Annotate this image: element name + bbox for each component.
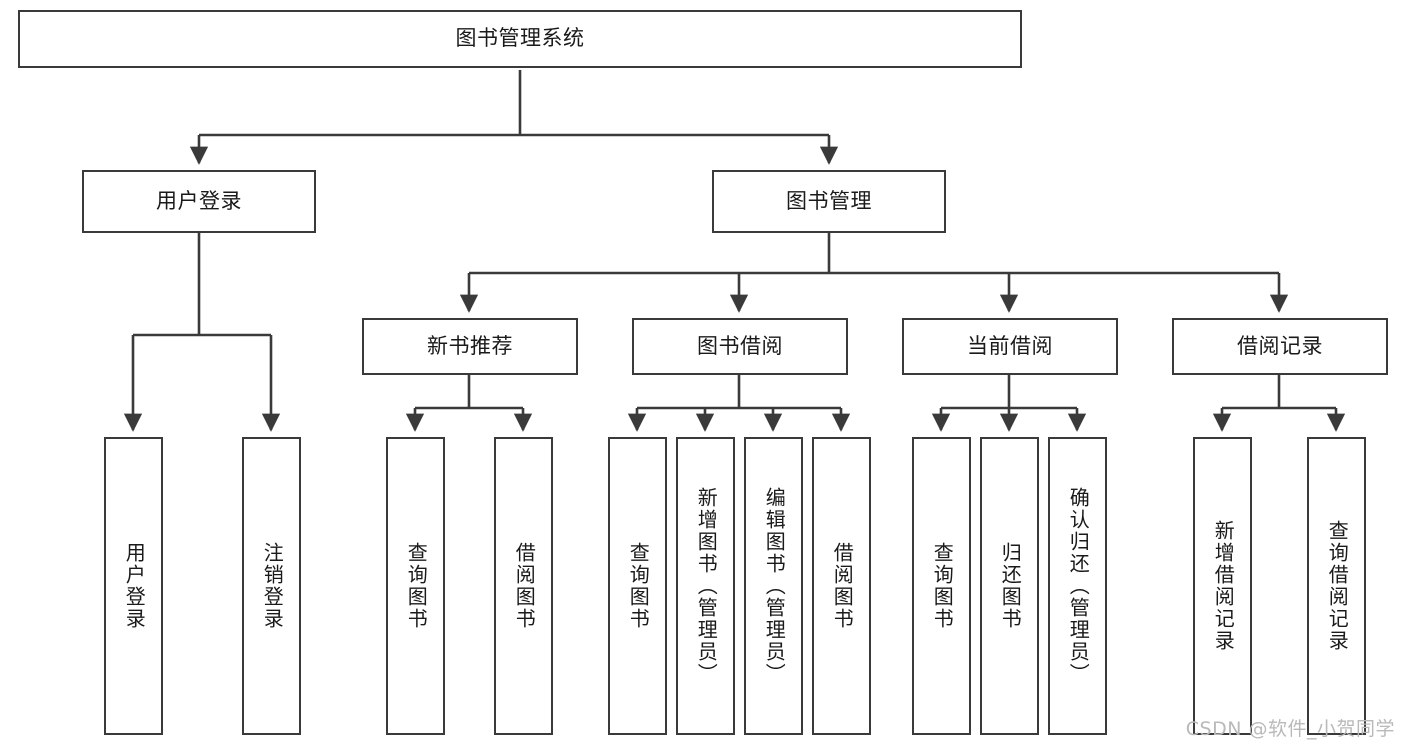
leaf-current-confirm-return-admin-label: 确认归还（管理员） (1066, 487, 1091, 685)
leaf-user-login-label: 用户登录 (122, 542, 147, 630)
leaf-recommend-query-book-label: 查询图书 (404, 542, 429, 630)
leaf-current-return-book[interactable]: 归还图书 (980, 437, 1039, 735)
leaf-borrow-borrow-book-label: 借阅图书 (830, 542, 855, 630)
leaf-records-query-record[interactable]: 查询借阅记录 (1307, 437, 1366, 735)
node-user-login-label: 用户登录 (156, 188, 242, 213)
leaf-recommend-query-book[interactable]: 查询图书 (386, 437, 445, 735)
leaf-borrow-add-book-admin-label: 新增图书（管理员） (694, 487, 719, 685)
node-current-borrow[interactable]: 当前借阅 (902, 318, 1118, 375)
node-root[interactable]: 图书管理系统 (18, 10, 1022, 68)
leaf-borrow-borrow-book[interactable]: 借阅图书 (812, 437, 871, 735)
node-borrow-records-label: 借阅记录 (1237, 333, 1323, 358)
leaf-current-confirm-return-admin[interactable]: 确认归还（管理员） (1048, 437, 1107, 735)
leaf-logout-label: 注销登录 (260, 542, 285, 630)
node-user-login[interactable]: 用户登录 (82, 170, 316, 233)
watermark: CSDN @软件_小贺同学 (1185, 718, 1395, 740)
node-root-label: 图书管理系统 (455, 26, 585, 51)
leaf-borrow-edit-book-admin[interactable]: 编辑图书（管理员） (744, 437, 803, 735)
node-new-book-recommend[interactable]: 新书推荐 (362, 318, 578, 375)
leaf-current-query-book[interactable]: 查询图书 (912, 437, 971, 735)
leaf-current-query-book-label: 查询图书 (930, 542, 955, 630)
leaf-borrow-query-book[interactable]: 查询图书 (608, 437, 667, 735)
leaf-current-return-book-label: 归还图书 (998, 542, 1023, 630)
node-new-book-recommend-label: 新书推荐 (427, 333, 513, 358)
leaf-recommend-borrow-book[interactable]: 借阅图书 (494, 437, 553, 735)
node-book-borrow-label: 图书借阅 (697, 333, 783, 358)
leaf-borrow-add-book-admin[interactable]: 新增图书（管理员） (676, 437, 735, 735)
node-book-borrow[interactable]: 图书借阅 (632, 318, 848, 375)
leaf-logout[interactable]: 注销登录 (242, 437, 301, 735)
leaf-records-query-record-label: 查询借阅记录 (1325, 520, 1350, 652)
leaf-records-add-record-label: 新增借阅记录 (1211, 520, 1236, 652)
node-book-management-label: 图书管理 (786, 188, 872, 213)
leaf-user-login[interactable]: 用户登录 (104, 437, 163, 735)
leaf-borrow-query-book-label: 查询图书 (626, 542, 651, 630)
leaf-records-add-record[interactable]: 新增借阅记录 (1193, 437, 1252, 735)
node-borrow-records[interactable]: 借阅记录 (1172, 318, 1388, 375)
node-book-management[interactable]: 图书管理 (712, 170, 946, 233)
leaf-recommend-borrow-book-label: 借阅图书 (512, 542, 537, 630)
node-current-borrow-label: 当前借阅 (967, 333, 1053, 358)
leaf-borrow-edit-book-admin-label: 编辑图书（管理员） (762, 487, 787, 685)
